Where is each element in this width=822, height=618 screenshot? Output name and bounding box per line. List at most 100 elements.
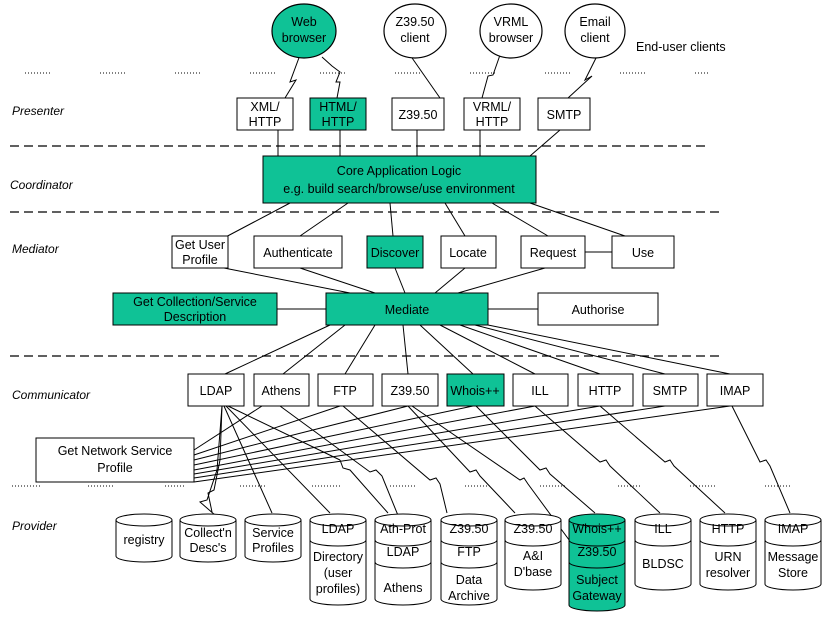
xml-http-line2: HTTP — [249, 115, 282, 129]
html-http-line2: HTTP — [322, 115, 355, 129]
client-email-line2: client — [580, 31, 610, 45]
end-user-clients-label: End-user clients — [636, 40, 726, 54]
comm-smtp-label: SMTP — [653, 384, 688, 398]
presenter-vrml-http: VRML/ HTTP — [463, 97, 521, 131]
authenticate-label: Authenticate — [263, 246, 333, 260]
client-email: Email client — [564, 3, 626, 59]
presenter-smtp: SMTP — [537, 97, 591, 131]
mediator-authenticate: Authenticate — [253, 235, 343, 269]
communicator-z3950: Z39.50 — [381, 373, 439, 407]
communicator-http: HTTP — [577, 373, 634, 407]
communicator-ldap: LDAP — [187, 373, 245, 407]
provider-data-archive: Z39.50 FTP Data Archive — [440, 513, 498, 606]
athprot-mid: LDAP — [387, 545, 420, 559]
comm-z3950-label: Z39.50 — [391, 384, 430, 398]
html-http-line1: HTML/ — [319, 100, 357, 114]
request-label: Request — [530, 246, 577, 260]
athprot-body: Athens — [384, 581, 423, 595]
layer-label-communicator: Communicator — [12, 388, 91, 402]
xml-http-line1: XML/ — [250, 100, 280, 114]
client-web-line1: Web — [291, 15, 317, 29]
mediator-authorise: Authorise — [537, 292, 659, 326]
provider-athens: Ath-Prot LDAP Athens — [374, 513, 432, 606]
presenter-smtp-label: SMTP — [547, 108, 582, 122]
network-profile-line2: Profile — [97, 461, 132, 475]
aidb-top: Z39.50 — [514, 522, 553, 536]
client-web-browser: Web browser — [271, 3, 337, 59]
provider-ldap-directory: LDAP Directory (user profiles) — [309, 513, 367, 606]
http-body-line1: URN — [714, 550, 741, 564]
comm-ill-label: ILL — [531, 384, 548, 398]
communicator-smtp: SMTP — [642, 373, 699, 407]
core-title: Core Application Logic — [337, 164, 461, 178]
communicator-imap: IMAP — [706, 373, 764, 407]
provider-collection-descriptions: Collect'n Desc's — [179, 513, 237, 563]
presenter-xml-http: XML/ HTTP — [236, 97, 294, 131]
ldap-dir-top: LDAP — [322, 522, 355, 536]
mediator-request: Request — [520, 235, 586, 269]
presenter-z3950: Z39.50 — [391, 97, 445, 131]
locate-label: Locate — [449, 246, 487, 260]
client-web-line2: browser — [282, 31, 326, 45]
get-user-profile-line2: Profile — [182, 253, 217, 267]
client-email-line1: Email — [579, 15, 610, 29]
communicator-ftp: FTP — [317, 373, 374, 407]
comm-athens-label: Athens — [262, 384, 301, 398]
ftp-top: Z39.50 — [450, 522, 489, 536]
service-profiles-line2: Profiles — [252, 541, 294, 555]
client-vrml-line1: VRML — [494, 15, 529, 29]
core-application-logic: Core Application Logic e.g. build search… — [262, 155, 537, 204]
comm-ldap-label: LDAP — [200, 384, 233, 398]
get-collection-line2: Description — [164, 310, 227, 324]
ill-top: ILL — [654, 522, 671, 536]
layer-label-presenter: Presenter — [12, 104, 65, 118]
ill-body: BLDSC — [642, 557, 684, 571]
ftp-body-line1: Data — [456, 573, 482, 587]
mediator-get-collection-description: Get Collection/Service Description — [112, 292, 278, 326]
provider-ai-database: Z39.50 A&I D'base — [504, 513, 562, 591]
ldap-dir-line2: (user — [324, 566, 352, 580]
discover-label: Discover — [371, 246, 420, 260]
whois-body-line2: Gateway — [572, 589, 622, 603]
aidb-line1: A&I — [523, 549, 543, 563]
imap-body-line1: Message — [768, 550, 819, 564]
layer-separators — [10, 145, 722, 357]
whois-body-line1: Subject — [576, 573, 618, 587]
provider-urn-resolver: HTTP URN resolver — [699, 513, 757, 591]
provider-message-store: IMAP Message Store — [764, 513, 822, 591]
client-vrml-browser: VRML browser — [479, 3, 543, 59]
mediator-locate: Locate — [440, 235, 497, 269]
mediator-discover: Discover — [366, 235, 424, 269]
comm-whois-label: Whois++ — [450, 384, 499, 398]
client-vrml-line2: browser — [489, 31, 533, 45]
mediator-use: Use — [611, 235, 675, 269]
client-z3950-line2: client — [400, 31, 430, 45]
authorise-label: Authorise — [572, 303, 625, 317]
ftp-body-line2: Archive — [448, 589, 490, 603]
use-label: Use — [632, 246, 654, 260]
communicator-athens: Athens — [253, 373, 310, 407]
get-network-service-profile: Get Network Service Profile — [35, 437, 195, 483]
comm-http-label: HTTP — [589, 384, 622, 398]
http-top: HTTP — [712, 522, 745, 536]
provider-subject-gateway: Whois++ Z39.50 Subject Gateway — [568, 513, 626, 612]
ldap-dir-line1: Directory — [313, 550, 364, 564]
mediator-get-user-profile: Get User Profile — [171, 235, 229, 269]
presenter-html-http: HTML/ HTTP — [309, 97, 367, 131]
ldap-dir-line3: profiles) — [316, 582, 360, 596]
imap-top: IMAP — [778, 522, 809, 536]
imap-body-line2: Store — [778, 566, 808, 580]
get-user-profile-line1: Get User — [175, 238, 225, 252]
aidb-line2: D'base — [514, 565, 553, 579]
client-z3950: Z39.50 client — [383, 3, 447, 59]
client-z3950-line1: Z39.50 — [396, 15, 435, 29]
get-collection-line1: Get Collection/Service — [133, 295, 257, 309]
service-profiles-line1: Service — [252, 526, 294, 540]
comm-imap-label: IMAP — [720, 384, 751, 398]
ftp-mid: FTP — [457, 545, 481, 559]
provider-bldsc: ILL BLDSC — [634, 513, 692, 591]
communicator-ill: ILL — [512, 373, 569, 407]
vrml-http-line2: HTTP — [476, 115, 509, 129]
provider-service-profiles: Service Profiles — [244, 513, 302, 563]
